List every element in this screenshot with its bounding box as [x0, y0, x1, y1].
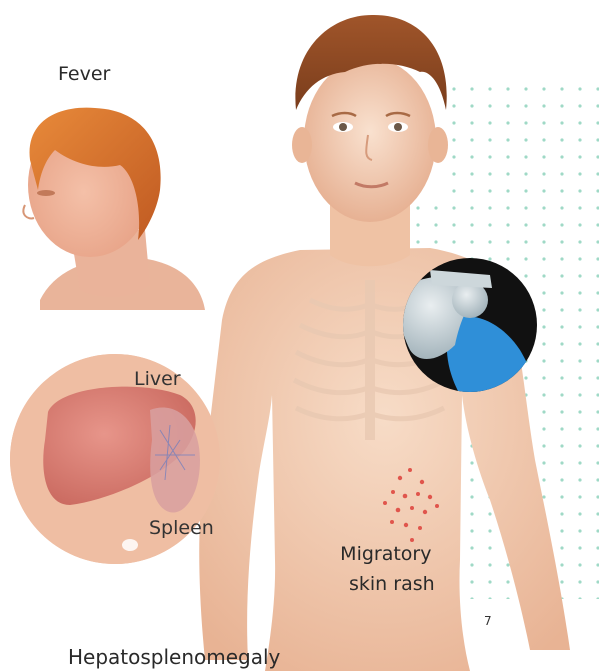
rash-label-line1: Migratory: [337, 539, 435, 569]
hepatosplenomegaly-label: Hepatosplenomegaly: [68, 645, 280, 669]
fever-label: Fever: [58, 62, 110, 86]
rash-label: Migratory skin rash: [337, 539, 435, 599]
fever-head-illustration: [23, 108, 205, 310]
spleen-label: Spleen: [149, 516, 214, 540]
liver-label: Liver: [134, 367, 181, 391]
rash-label-line2: skin rash: [337, 569, 435, 599]
page-number: 7: [484, 614, 492, 628]
